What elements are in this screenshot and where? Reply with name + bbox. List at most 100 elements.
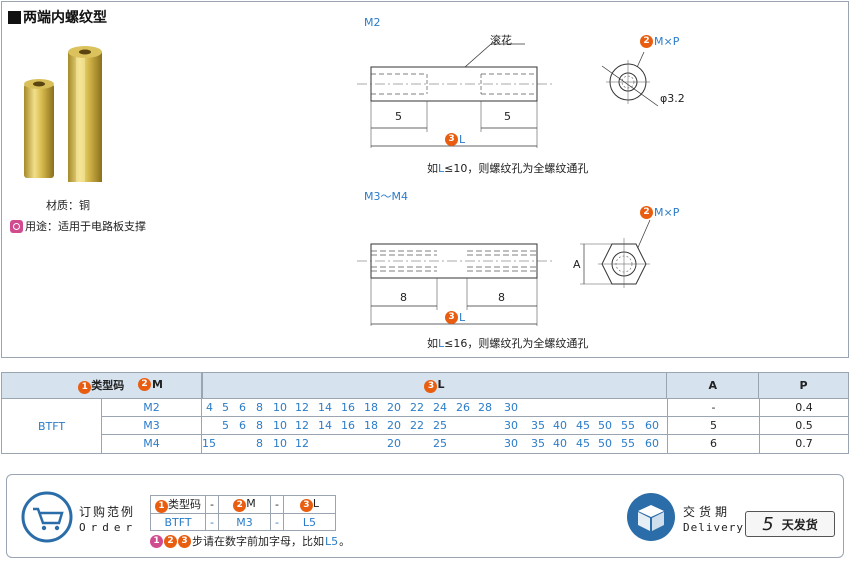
delivery-days-label: 天发货 [781,517,818,532]
material-text: 材质：铜 [46,199,90,212]
l-value: 30 [504,401,518,414]
l-value: 45 [576,437,590,450]
l-value: 4 [206,401,213,414]
l-value: 30 [504,419,518,432]
circle-icon [10,219,23,233]
order-val-m: M3 [217,513,271,531]
l-value: 8 [256,401,263,414]
order-val-type: BTFT [150,513,206,531]
order-val-l: L5 [282,513,336,531]
delivery-days: 5 [762,513,774,535]
l-value: 6 [239,419,246,432]
header-m [200,372,203,399]
m-column: M2 M3 M4 [102,399,202,453]
l-value: 22 [410,419,424,432]
l-value: 28 [478,401,492,414]
m3-note: 如L≤16，则螺纹孔为全螺纹通孔 [427,337,589,350]
m3-m4-side-view [357,243,552,326]
l-value: 6 [239,401,246,414]
l-value: 26 [456,401,470,414]
l-value: 60 [645,437,659,450]
m3-A-label: A [573,258,581,271]
order-val-sep2: - [269,513,284,531]
l-value: 15 [202,437,216,450]
a-column: - 5 6 [668,399,760,453]
order-col-sep1: - [205,495,219,514]
l-value: 30 [504,437,518,450]
l-value: 40 [553,419,567,432]
l-value: 16 [341,401,355,414]
l-value: 55 [621,437,635,450]
m2-dim-right: 5 [504,110,511,123]
product-panel: 两端内螺纹型 材质：铜 用途：适用于电路板支撑 M2 滚花 [1,1,849,358]
l-value: 5 [222,419,229,432]
l-value: 22 [410,401,424,414]
l-value: 50 [598,419,612,432]
l-value: 8 [256,419,263,432]
l-value: 20 [387,437,401,450]
type-code-cell: BTFT [2,399,102,453]
l-value: 40 [553,437,567,450]
delivery-box-icon [627,493,675,541]
l-value: 12 [295,419,309,432]
cart-icon [21,491,73,543]
m2-hole-dim: φ3.2 [660,92,685,105]
m3-dim-right: 8 [498,291,505,304]
l-value: 25 [433,419,447,432]
m2-note: 如L≤10，则螺纹孔为全螺纹通孔 [427,162,589,175]
header-p: P [758,372,849,399]
l-value: 10 [273,401,287,414]
l-value: 12 [295,401,309,414]
l-value: 35 [531,419,545,432]
l-value: 18 [364,401,378,414]
delivery-title: 交货期 [683,505,732,519]
l-value: 14 [318,401,332,414]
product-image [24,46,102,182]
delivery-title-en: Delivery [683,521,744,534]
order-title-en: Order [79,521,138,534]
order-title: 订购范例 [79,505,136,519]
m2-label: M2 [364,16,381,29]
l-value: 12 [295,437,309,450]
order-val-sep1: - [205,513,219,531]
row-m3-m: M3 [102,417,201,435]
row-m4-m: M4 [143,437,160,450]
l-value: 5 [222,401,229,414]
usage-text: 用途：适用于电路板支撑 [10,218,146,234]
row-m3-a: 5 [668,417,759,435]
header-a: A [666,372,760,399]
l-value: 24 [433,401,447,414]
l-value: 18 [364,419,378,432]
l-value: 50 [598,437,612,450]
l-value: 20 [387,419,401,432]
l-value: 16 [341,419,355,432]
row-m2-a: - [668,399,759,417]
l-value: 35 [531,437,545,450]
page-title: 两端内螺纹型 [8,7,107,27]
delivery-days-box: 5 天发货 [745,511,835,537]
m2-side-view [357,43,552,148]
l-value: 20 [387,401,401,414]
l-value: 10 [273,419,287,432]
row-m3-p: 0.5 [760,417,848,435]
l-value: 25 [433,437,447,450]
row-m4-a: 6 [710,437,717,450]
l-value: 60 [645,419,659,432]
l-value: 55 [621,419,635,432]
